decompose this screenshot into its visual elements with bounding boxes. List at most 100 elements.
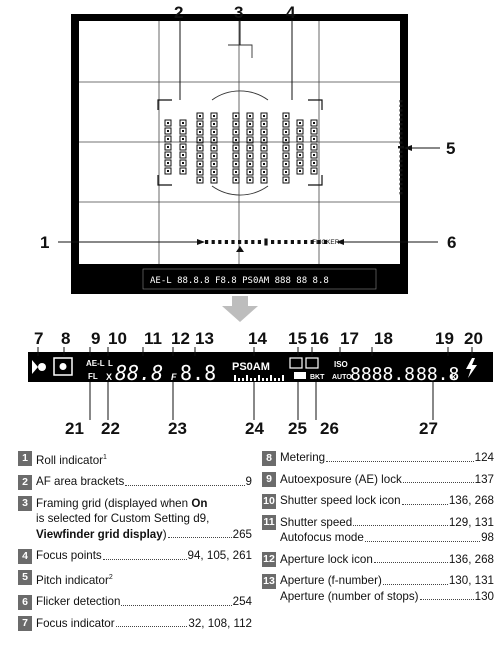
focus-point (164, 127, 172, 135)
focus-point (282, 128, 290, 136)
pitch-tick (399, 123, 403, 126)
panel-callout-9: 9 (91, 329, 100, 348)
legend-page: 94, 105, 261 (187, 549, 252, 563)
aperture-f-mark: F (171, 372, 177, 382)
focus-point (246, 176, 254, 184)
roll-tick (218, 240, 222, 244)
roll-tick (257, 240, 261, 244)
exposure-tick (258, 375, 260, 381)
legend-label: Aperture (f-number) (280, 574, 382, 587)
pitch-arrowhead (404, 145, 412, 151)
exposure-comp-icon (289, 357, 303, 369)
focus-point (246, 128, 254, 136)
pitch-tick (399, 155, 403, 158)
callout-2: 2 (174, 3, 183, 22)
legend-page: 98 (481, 531, 494, 544)
legend-page: 124 (474, 451, 494, 464)
focus-point (164, 119, 172, 127)
focus-point (179, 127, 187, 135)
pitch-tick (398, 146, 404, 149)
focus-point (232, 152, 240, 160)
focus-point (210, 120, 218, 128)
pitch-tick (399, 164, 403, 167)
pitch-tick (399, 104, 403, 107)
metering-icon-dot (59, 363, 67, 370)
pitch-indicator (398, 100, 404, 195)
legend-page: 129, 131 (448, 515, 494, 529)
legend-number: 1 (18, 450, 32, 466)
focus-indicator (32, 360, 46, 374)
pitch-tick (399, 113, 403, 117)
viewfinder-lcd-panel (28, 352, 493, 382)
roll-tick (323, 240, 327, 244)
roll-tick (297, 240, 301, 244)
panel-callout-13: 13 (195, 329, 214, 348)
focus-point (246, 136, 254, 144)
legend-label: Autoexposure (AE) lock (280, 472, 402, 486)
legend-number: 11 (262, 515, 276, 530)
focus-point (196, 120, 204, 128)
center-circle (211, 44, 269, 196)
focus-point (310, 159, 318, 167)
pitch-tick (399, 159, 403, 163)
legend-label: AF area brackets (36, 475, 125, 489)
exposure-tick (274, 378, 276, 381)
focus-point (310, 143, 318, 151)
framing-grid (79, 21, 400, 264)
panel-callout-8: 8 (61, 329, 70, 348)
pitch-tick (399, 192, 403, 195)
panel-callout-20: 20 (464, 329, 483, 348)
focus-point (232, 120, 240, 128)
legend-page: 130, 131 (448, 574, 494, 587)
focus-point (210, 160, 218, 168)
legend-label: Shutter speed (280, 515, 353, 529)
legend-number: 8 (262, 450, 276, 466)
roll-tick (271, 240, 275, 244)
roll-tick (238, 240, 242, 244)
focus-point (246, 168, 254, 176)
focus-point (296, 119, 304, 127)
callout-1: 1 (40, 233, 49, 252)
viewfinder-diagram: FLICKER AE-L 88.8.8 F8.8 PS0AM 888 88 8.… (28, 3, 493, 438)
focus-point (282, 160, 290, 168)
flicker-arrowhead (336, 239, 344, 245)
shutter-lock-label: L (108, 359, 113, 368)
focus-point (179, 135, 187, 143)
focus-point (232, 112, 240, 120)
focus-point (310, 167, 318, 175)
focus-point (282, 120, 290, 128)
exposure-tick (238, 378, 240, 381)
viewfinder-info-strip (142, 268, 377, 290)
panel-callout-11: 11 (144, 329, 162, 348)
panel-callout-18: 18 (374, 329, 393, 348)
focus-point (260, 168, 268, 176)
panel-callout-7: 7 (34, 329, 43, 348)
focus-point (310, 135, 318, 143)
legend-number: 3 (18, 496, 32, 512)
roll-indicator (205, 238, 327, 252)
legend-number: 12 (262, 552, 276, 567)
panel-callout-lines (37, 347, 473, 420)
legend-number: 7 (18, 616, 32, 632)
focus-point (296, 167, 304, 175)
exposure-tick (254, 378, 256, 381)
focus-point (210, 128, 218, 136)
focus-point (196, 136, 204, 144)
focus-point (282, 112, 290, 120)
focus-point (282, 144, 290, 152)
focus-point (282, 136, 290, 144)
pitch-tick (399, 132, 403, 135)
af-area-brackets (157, 99, 323, 186)
focus-point (282, 152, 290, 160)
legend-number: 6 (18, 594, 32, 610)
panel-callout-19: 19 (435, 329, 454, 348)
panel-callout-14: 14 (248, 329, 267, 348)
legend-label: Autofocus mode (280, 531, 364, 544)
